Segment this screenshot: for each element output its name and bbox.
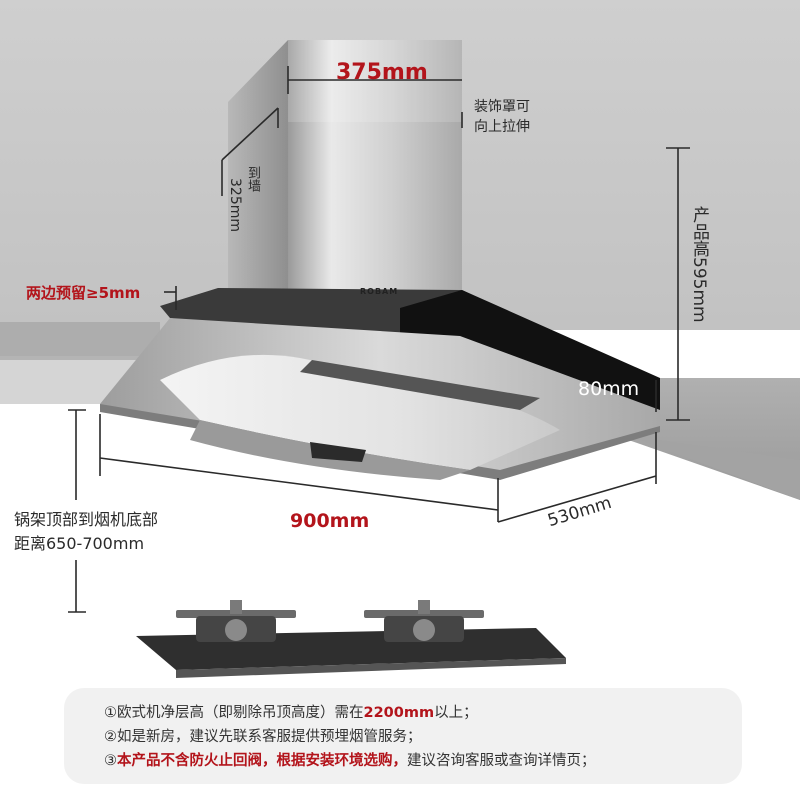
right-cabinet-edge xyxy=(640,440,800,500)
burner-right xyxy=(364,600,484,642)
stove-edge xyxy=(176,658,566,678)
stove-distance-line2: 距离650-700mm xyxy=(14,534,145,553)
handle xyxy=(310,442,366,462)
to-wall-value: 325mm xyxy=(227,178,243,232)
dimension-lines xyxy=(68,66,690,613)
burner-left xyxy=(176,600,296,642)
left-cabinet-underside xyxy=(0,356,160,404)
note-3-post: 建议咨询客服或查询详情页； xyxy=(407,753,596,769)
stove-distance-line1: 锅架顶部到烟机底部 xyxy=(14,510,159,529)
note-1-post: 以上； xyxy=(434,705,478,721)
notes-box xyxy=(64,688,742,784)
left-cabinet xyxy=(0,322,160,360)
chimney-front xyxy=(288,40,462,300)
brand-logo: ROBAM xyxy=(360,287,399,296)
note-2-pre: 如是新房，建议先联系客服提供预埋烟管服务； xyxy=(117,729,422,745)
side-gap-label: 两边预留≥5mm xyxy=(26,284,141,302)
note-1-num: ① xyxy=(104,705,117,721)
grille xyxy=(300,360,540,410)
note-2-num: ② xyxy=(104,729,117,745)
panel-height-label: 80mm xyxy=(578,378,640,400)
glass-panel xyxy=(160,354,560,470)
product-height-label: 产品高595mm xyxy=(689,206,709,323)
note-3-num: ③ xyxy=(104,753,117,769)
decor-cover-line1: 装饰罩可 xyxy=(474,99,530,115)
note-1-pre: 欧式机净层高（即剔除吊顶高度）需在 xyxy=(117,705,364,721)
note-3: ③本产品不含防火止回阀，根据安装环境选购，建议咨询客服或查询详情页； xyxy=(104,754,596,769)
chimney-texture xyxy=(288,40,462,122)
note-1-em: 2200mm xyxy=(363,705,435,721)
note-1: ①欧式机净层高（即剔除吊顶高度）需在2200mm以上； xyxy=(104,706,478,721)
note-2: ②如是新房，建议先联系客服提供预埋烟管服务； xyxy=(104,730,422,745)
decor-cover-line2: 向上拉伸 xyxy=(474,119,530,135)
top-width-label: 375mm xyxy=(336,60,428,85)
note-3-em: 本产品不含防火止回阀，根据安装环境选购， xyxy=(117,753,407,769)
width-label: 900mm xyxy=(290,510,370,532)
to-wall-label: 到墙 xyxy=(245,166,260,192)
chimney-side xyxy=(228,40,288,296)
